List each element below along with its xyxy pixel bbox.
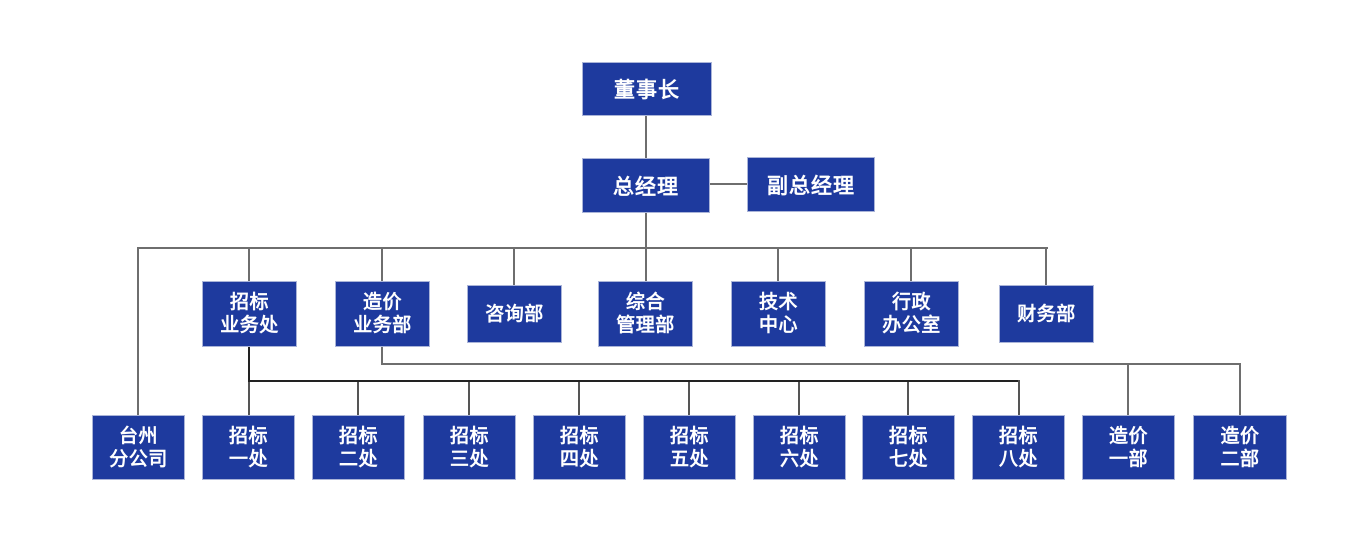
- connector-drop-bidding-office: [248, 247, 250, 281]
- connector-drop-cost-1: [1127, 363, 1129, 415]
- connector-drop-bidding-3: [468, 382, 470, 415]
- connector-drop-admin-office: [910, 247, 912, 281]
- org-node-chairman: 董事长: [582, 62, 712, 116]
- org-node-bidding-business-office: 招标 业务处: [202, 281, 297, 347]
- connector-spine: [137, 247, 1048, 249]
- org-node-bidding-office-3: 招标 三处: [423, 415, 516, 480]
- org-node-consulting-dept: 咨询部: [467, 285, 562, 343]
- connector-drop-cost-dept: [381, 247, 383, 281]
- connector-drop-bidding-7: [907, 382, 909, 415]
- connector-drop-bidding-2: [357, 382, 359, 415]
- connector-chairman-gm: [645, 116, 647, 158]
- org-node-bidding-office-5: 招标 五处: [643, 415, 736, 480]
- org-node-technology-center: 技术 中心: [731, 281, 826, 347]
- connector-drop-consulting: [513, 247, 515, 285]
- org-node-bidding-office-2: 招标 二处: [312, 415, 405, 480]
- connector-drop-taizhou: [137, 247, 139, 415]
- org-node-bidding-office-1: 招标 一处: [202, 415, 295, 480]
- org-node-bidding-office-6: 招标 六处: [753, 415, 846, 480]
- connector-drop-bidding-8: [1018, 380, 1020, 415]
- org-node-bidding-office-8: 招标 八处: [972, 415, 1065, 480]
- connector-drop-bidding-1: [248, 382, 250, 415]
- connector-drop-tech-center: [777, 247, 779, 281]
- connector-gm-deputy: [710, 183, 747, 185]
- connector-drop-finance: [1045, 247, 1047, 285]
- org-node-taizhou-branch: 台州 分公司: [92, 415, 185, 480]
- connector-gm-spine: [645, 213, 647, 249]
- org-node-administrative-office: 行政 办公室: [864, 281, 959, 347]
- connector-drop-bidding-5: [688, 382, 690, 415]
- connector-cost-bus: [381, 363, 1241, 365]
- org-node-general-management-dept: 综合 管理部: [598, 281, 693, 347]
- org-node-cost-business-dept: 造价 业务部: [335, 281, 430, 347]
- org-node-deputy-general-manager: 副总经理: [747, 157, 875, 212]
- connector-drop-bidding-6: [798, 382, 800, 415]
- org-node-bidding-office-7: 招标 七处: [862, 415, 955, 480]
- connector-bidding-down: [248, 347, 250, 382]
- org-node-finance-dept: 财务部: [999, 285, 1094, 343]
- connector-drop-general-mgmt: [645, 247, 647, 281]
- org-node-cost-dept-2: 造价 二部: [1193, 415, 1287, 480]
- connector-drop-cost-2: [1239, 363, 1241, 415]
- connector-bidding-bus: [248, 380, 1020, 382]
- connector-cost-down: [381, 347, 383, 365]
- connector-drop-bidding-4: [578, 382, 580, 415]
- org-node-cost-dept-1: 造价 一部: [1082, 415, 1175, 480]
- org-node-bidding-office-4: 招标 四处: [533, 415, 626, 480]
- org-node-general-manager: 总经理: [582, 158, 710, 213]
